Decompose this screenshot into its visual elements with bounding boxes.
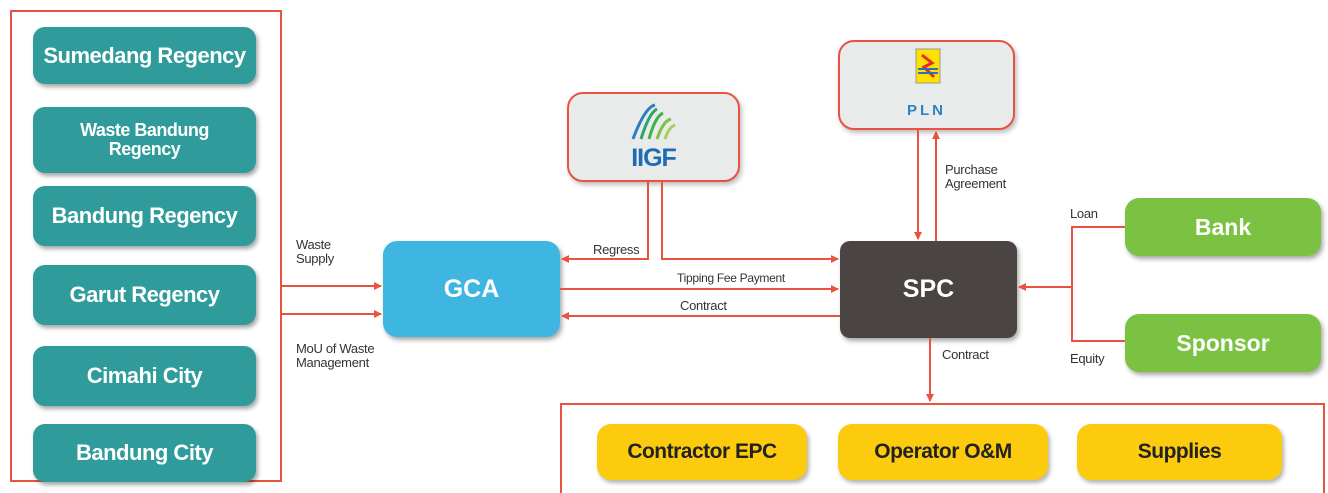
region-bandung-city: Bandung City <box>33 424 256 482</box>
region-sumedang-regency: Sumedang Regency <box>33 27 256 84</box>
spc-node: SPC <box>840 241 1017 338</box>
equity-label: Equity <box>1070 351 1105 366</box>
region-garut-regency: Garut Regency <box>33 265 256 325</box>
pln-label: PLN <box>907 102 946 119</box>
region-waste-bandung-regency: Waste Bandung Regency <box>33 107 256 173</box>
iigf-box: IIGF <box>567 92 740 182</box>
operator-om: Operator O&M <box>838 424 1048 480</box>
iigf-spc-arrow <box>661 182 839 263</box>
tipping-fee-label: Tipping Fee Payment <box>677 271 785 285</box>
bank-node: Bank <box>1125 198 1321 256</box>
pln-logo-icon <box>915 48 941 84</box>
iigf-logo-icon <box>631 103 676 140</box>
region-cimahi-city: Cimahi City <box>33 346 256 406</box>
loan-label: Loan <box>1070 206 1098 221</box>
mou-label: MoU of Waste Management <box>296 341 375 370</box>
waste-supply-label: Waste Supply <box>296 237 334 266</box>
contractors-frame <box>560 403 1325 493</box>
region-bandung-regency: Bandung Regency <box>33 186 256 246</box>
pln-box: PLN <box>838 40 1015 130</box>
contractor-epc: Contractor EPC <box>597 424 807 480</box>
regress-label: Regress <box>593 242 640 257</box>
supplies: Supplies <box>1077 424 1282 480</box>
iigf-label: IIGF <box>631 144 677 172</box>
gca-node: GCA <box>383 241 560 337</box>
purchase-agreement-label: Purchase Agreement <box>945 162 1006 191</box>
contract-spc-label: Contract <box>942 347 989 362</box>
sponsor-node: Sponsor <box>1125 314 1321 372</box>
contract-gca-label: Contract <box>680 298 727 313</box>
regress-arrow <box>561 182 649 263</box>
bank-line <box>1071 226 1125 342</box>
